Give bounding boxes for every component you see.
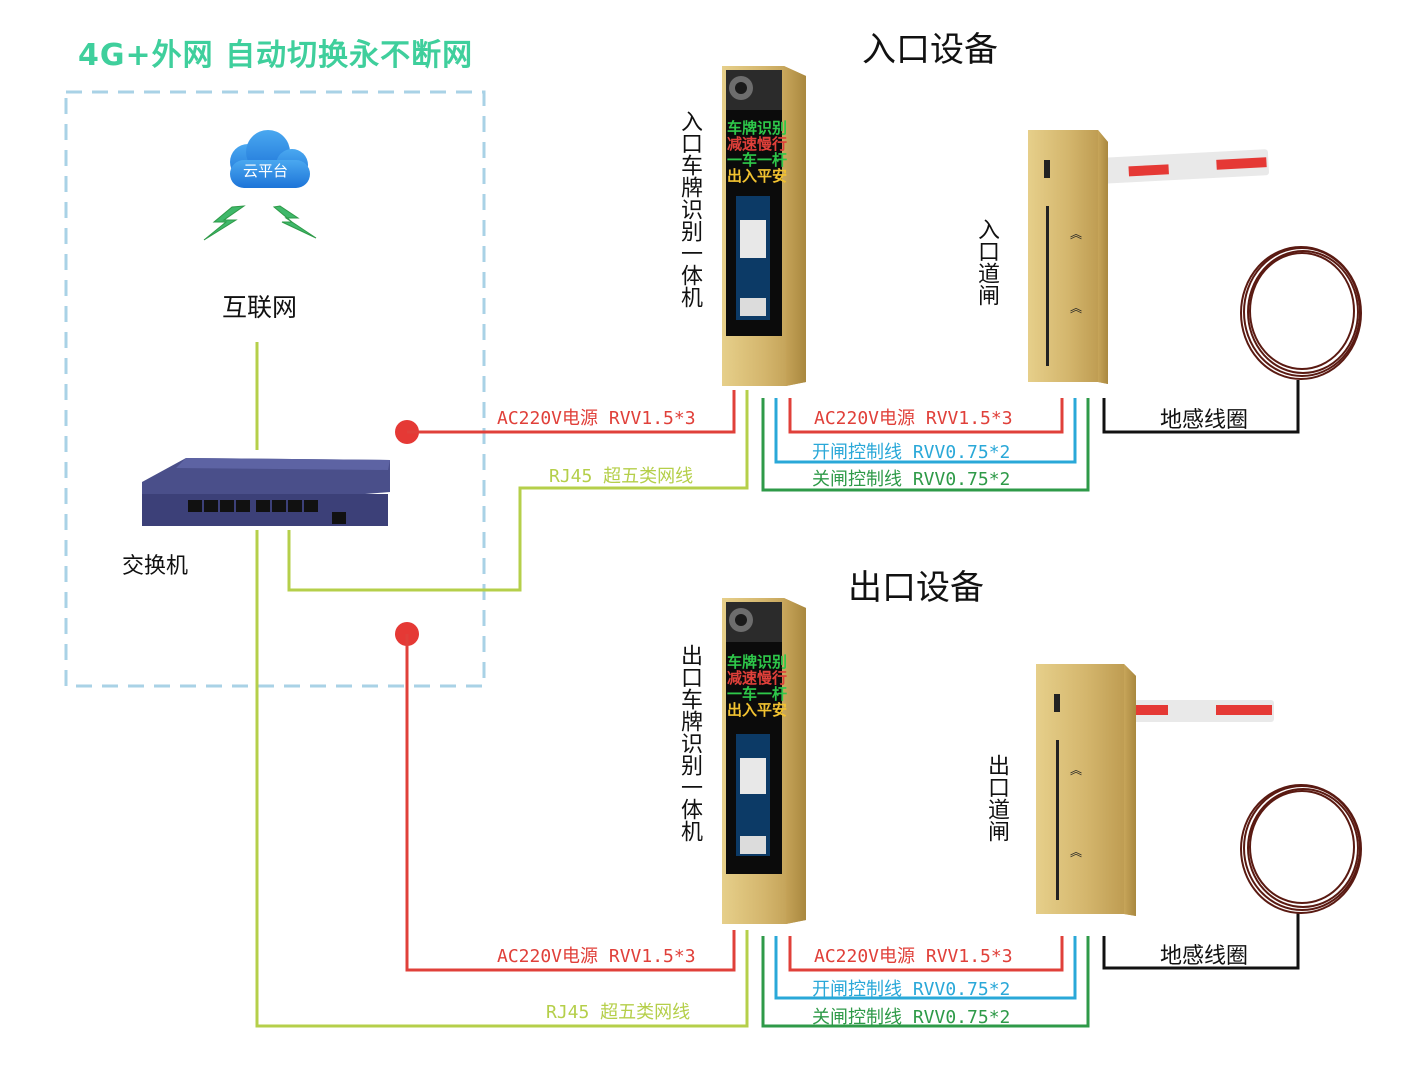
exit-camera-label: 出口车牌识别一体机 — [677, 644, 702, 842]
led-line-3: 一车一杆 — [727, 685, 788, 703]
led-line-2: 减速慢行 — [727, 669, 788, 687]
led-line-4: 出入平安 — [727, 167, 788, 185]
exit-barrier-power-label: AC220V电源 RVV1.5*3 — [814, 946, 1013, 967]
entrance-rj45-label: RJ45 超五类网线 — [549, 466, 694, 487]
led-line-1: 车牌识别 — [727, 119, 788, 137]
lightning-right-icon — [272, 205, 317, 239]
exit-loop-coil — [1240, 784, 1362, 914]
entrance-loop-coil — [1240, 246, 1362, 380]
entrance-barrier-power-label: AC220V电源 RVV1.5*3 — [814, 408, 1013, 429]
lightning-left-icon — [203, 205, 246, 241]
entrance-open-ctrl-label: 开闸控制线 RVV0.75*2 — [812, 442, 1011, 463]
exit-close-ctrl-label: 关闸控制线 RVV0.75*2 — [812, 1007, 1011, 1028]
cloud-label: 云平台 — [243, 162, 289, 180]
entrance-camera-power-label: AC220V电源 RVV1.5*3 — [497, 408, 696, 429]
exit-barrier-gate: ︽ ︽ — [1036, 664, 1274, 916]
cloud-icon — [230, 130, 310, 188]
svg-text:︽: ︽ — [1070, 845, 1082, 859]
led-line-3: 一车一杆 — [727, 151, 788, 169]
exit-led-display: 车牌识别 减速慢行 一车一杆 出入平安 — [727, 654, 787, 718]
entrance-loop-label: 地感线圈 — [1160, 408, 1249, 433]
entrance-camera-label: 入口车牌识别一体机 — [677, 110, 702, 308]
exit-loop-label: 地感线圈 — [1160, 944, 1249, 969]
entrance-close-ctrl-label: 关闸控制线 RVV0.75*2 — [812, 469, 1011, 490]
led-line-4: 出入平安 — [727, 701, 788, 719]
exit-rj45-label: RJ45 超五类网线 — [546, 1002, 691, 1023]
entrance-led-display: 车牌识别 减速慢行 一车一杆 出入平安 — [727, 120, 787, 184]
internet-label: 互联网 — [222, 293, 298, 322]
led-line-2: 减速慢行 — [727, 135, 788, 153]
switch-label: 交换机 — [122, 554, 189, 579]
svg-text:︽: ︽ — [1070, 301, 1082, 315]
entrance-barrier-gate: ︽ ︽ — [1028, 130, 1269, 384]
exit-open-ctrl-label: 开闸控制线 RVV0.75*2 — [812, 979, 1011, 1000]
network-switch — [142, 458, 390, 526]
exit-lpr-camera — [722, 598, 806, 924]
svg-text:︽: ︽ — [1070, 227, 1082, 241]
entrance-lpr-camera — [722, 66, 806, 386]
exit-camera-power-label: AC220V电源 RVV1.5*3 — [497, 946, 696, 967]
entrance-section-title: 入口设备 — [862, 30, 998, 70]
exit-section-title: 出口设备 — [848, 568, 984, 608]
header-slogan: 4G+外网 自动切换永不断网 — [78, 38, 474, 73]
svg-text:︽: ︽ — [1070, 763, 1082, 777]
led-line-1: 车牌识别 — [727, 653, 788, 671]
network-zone-box — [64, 90, 486, 688]
entrance-barrier-label: 入口道闸 — [974, 218, 999, 306]
exit-barrier-label: 出口道闸 — [984, 754, 1009, 842]
